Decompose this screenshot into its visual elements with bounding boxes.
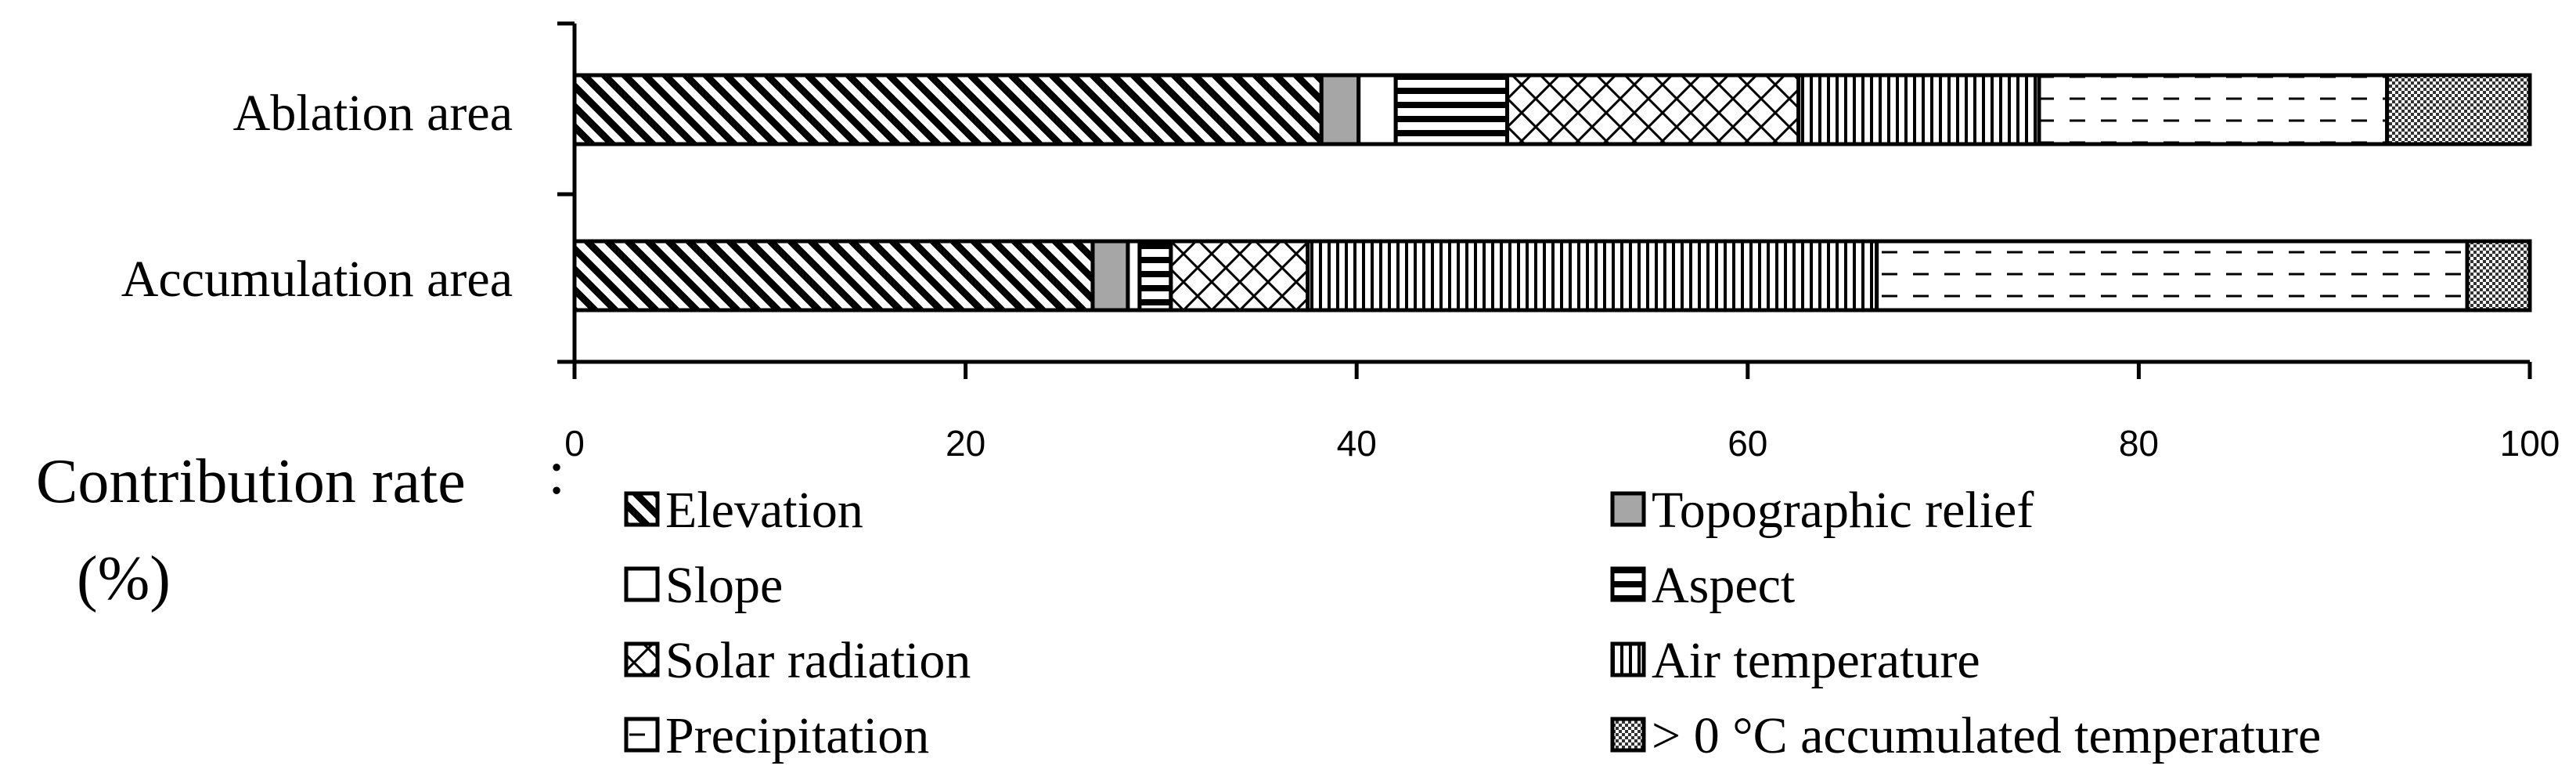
bar-segment-1-7 [2465, 239, 2532, 312]
bar-segments [572, 73, 2532, 312]
legend-swatch [1610, 641, 1646, 677]
axes [557, 21, 2532, 379]
legend-label: Solar radiation [665, 632, 971, 689]
bar-segment-1-5 [1306, 239, 1879, 312]
legend-label: > 0 °C accumulated temperature [1652, 707, 2321, 764]
x-tick-label: 100 [2500, 423, 2560, 464]
x-tick-label: 80 [2119, 423, 2159, 464]
bar-segment-1-6 [1875, 239, 2470, 312]
x-tick-label: 40 [1337, 423, 1377, 464]
bar-segment-0-1 [1319, 73, 1361, 146]
legend-label: Elevation [665, 482, 863, 539]
bar-segment-1-1 [1090, 239, 1130, 312]
bar-segment-0-6 [2037, 73, 2390, 146]
bar-segment-1-3 [1137, 239, 1173, 312]
legend-label: Topographic relief [1652, 482, 2034, 539]
bar-segment-0-7 [2385, 73, 2532, 146]
bar-segment-0-0 [572, 73, 1324, 146]
x-tick-label: 60 [1728, 423, 1767, 464]
x-axis-unit: (%) [77, 544, 171, 613]
legend-label: Aspect [1652, 557, 1795, 614]
bar-segment-0-5 [1796, 73, 2041, 146]
legend-label: Slope [665, 557, 783, 614]
bar-segment-0-4 [1505, 73, 1801, 146]
legend-swatch [624, 491, 660, 527]
category-label: Ablation area [233, 85, 513, 142]
x-tick-label: 20 [946, 423, 985, 464]
bar-segment-1-0 [572, 239, 1095, 312]
x-axis-title: Contribution rate [36, 447, 466, 516]
legend-swatch [1610, 717, 1646, 753]
category-label: Accumulation area [121, 251, 513, 308]
legend-swatch [1610, 491, 1646, 527]
legend-swatch [624, 717, 660, 753]
legend-swatch [1610, 566, 1646, 602]
legend-swatch [624, 641, 660, 677]
x-axis-title-colon: : [548, 439, 565, 508]
x-tick-label: 0 [564, 423, 585, 464]
legend-label: Precipitation [665, 707, 929, 764]
bar-segment-0-3 [1393, 73, 1510, 146]
legend-swatch [624, 566, 660, 602]
bar-segment-0-2 [1356, 73, 1398, 146]
legend-label: Air temperature [1652, 632, 1980, 689]
bar-segment-1-4 [1169, 239, 1310, 312]
